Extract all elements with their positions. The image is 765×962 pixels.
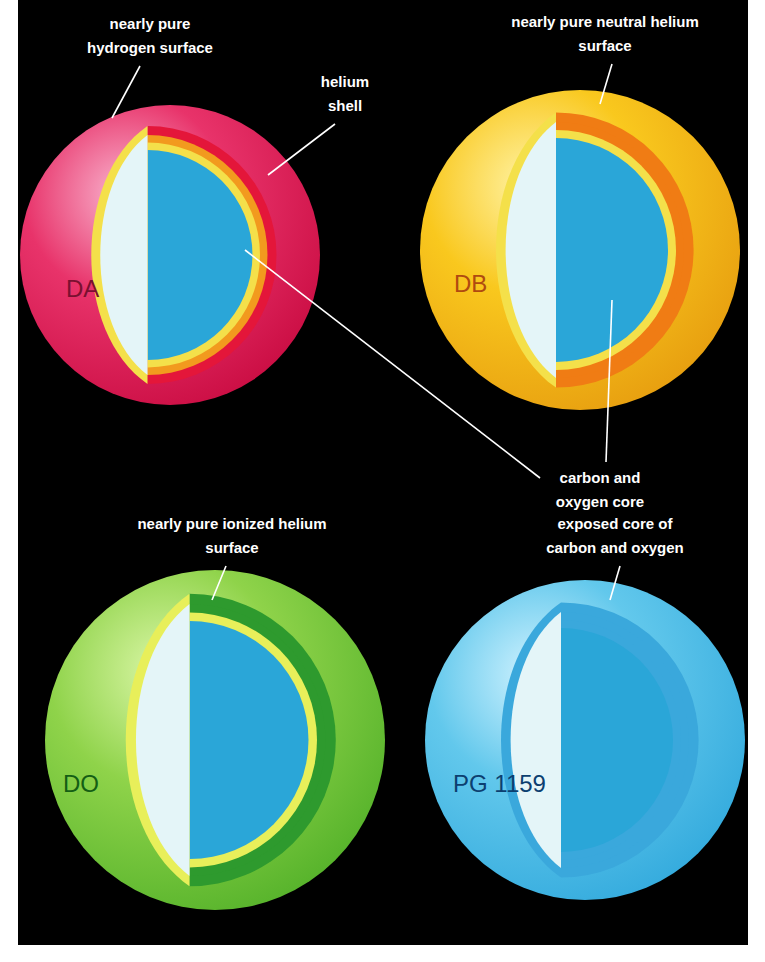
cut-face	[136, 604, 190, 876]
cut-face	[511, 612, 561, 868]
cut-face-rim	[91, 126, 147, 384]
shell-layer	[190, 594, 336, 886]
leader-line	[600, 64, 612, 104]
shell-layer	[148, 143, 261, 368]
sphere-illustration	[416, 86, 744, 414]
leader-line	[610, 566, 620, 600]
callout-label: nearly pure neutral helium surface	[505, 10, 705, 58]
sphere-illustration	[421, 576, 749, 904]
spectral-type-label: DO	[63, 770, 99, 798]
callout-label: exposed core of carbon and oxygen	[535, 512, 695, 560]
leader-line	[245, 250, 540, 478]
sphere-surface	[425, 580, 745, 900]
core-cutaway	[556, 138, 668, 362]
leader-line	[268, 124, 335, 175]
shell-layer	[561, 602, 699, 877]
shell-layer	[148, 135, 268, 375]
white-dwarf-sphere: PG 1159	[421, 576, 749, 904]
leader-line	[212, 566, 226, 600]
white-dwarf-sphere: DA	[16, 101, 324, 409]
shell-layer	[556, 130, 676, 370]
callout-label: nearly pure ionized helium surface	[132, 512, 332, 560]
shell-layer	[190, 613, 318, 868]
shell-layer	[556, 122, 684, 378]
sphere-illustration	[16, 101, 324, 409]
leader-line	[112, 66, 140, 118]
shell-layer	[561, 612, 689, 868]
cut-face-rim	[126, 594, 190, 886]
cut-face	[100, 135, 147, 375]
shell-layer	[148, 126, 277, 384]
white-dwarf-sphere: DO	[41, 566, 389, 914]
callout-label: carbon and oxygen core	[540, 466, 660, 514]
shell-layer	[190, 604, 326, 876]
core-cutaway	[190, 621, 309, 859]
spectral-type-label: DA	[66, 275, 99, 303]
cut-face-rim	[501, 602, 561, 877]
cut-face	[506, 122, 556, 378]
shell-layer	[561, 620, 681, 860]
sphere-surface	[420, 90, 740, 410]
spectral-type-label: PG 1159	[453, 770, 546, 798]
sphere-illustration	[41, 566, 389, 914]
core-cutaway	[148, 150, 253, 360]
core-cutaway	[561, 628, 673, 852]
leader-line	[606, 300, 612, 462]
white-dwarf-sphere: DB	[416, 86, 744, 414]
sphere-surface	[20, 105, 320, 405]
callout-label: nearly pure hydrogen surface	[75, 12, 225, 60]
cut-face-rim	[496, 112, 556, 387]
sphere-surface	[45, 570, 385, 910]
callout-label: helium shell	[310, 70, 380, 118]
shell-layer	[556, 112, 694, 387]
spectral-type-label: DB	[454, 270, 487, 298]
